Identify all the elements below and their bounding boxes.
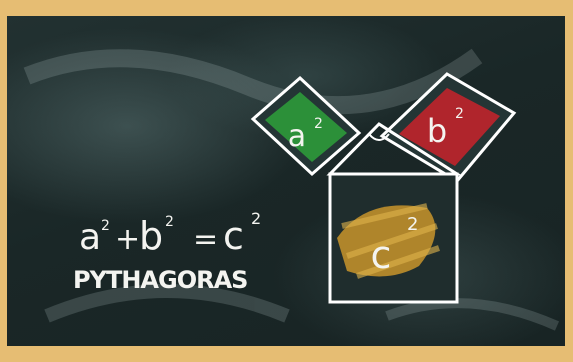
square-c: c 2 [328, 172, 459, 304]
formula-b: b [139, 214, 163, 258]
square-c-exponent: 2 [407, 214, 418, 235]
chalk-smudges [23, 48, 560, 331]
square-a-label: a [288, 119, 306, 154]
pythagoras-caption: PYTHAGORAS [73, 266, 247, 294]
square-a-exponent: 2 [314, 116, 323, 132]
chalkboard: a 2 b 2 c 2 a [7, 16, 565, 346]
square-b: b 2 [379, 72, 517, 183]
square-a: a 2 [250, 75, 362, 177]
formula-a-exponent: 2 [101, 218, 110, 234]
formula: a 2 + b 2 = c 2 [79, 209, 261, 258]
formula-plus: + [115, 222, 140, 257]
formula-c-exponent: 2 [251, 209, 261, 228]
right-angle-arc [368, 133, 390, 141]
square-b-exponent: 2 [455, 106, 464, 122]
formula-b-exponent: 2 [165, 214, 174, 230]
square-b-label: b [427, 112, 447, 150]
formula-c: c [223, 214, 244, 258]
square-c-label: c [371, 233, 392, 277]
formula-equals: = [193, 222, 218, 257]
formula-a: a [79, 217, 101, 258]
chalkboard-drawing: a 2 b 2 c 2 a [23, 48, 560, 331]
